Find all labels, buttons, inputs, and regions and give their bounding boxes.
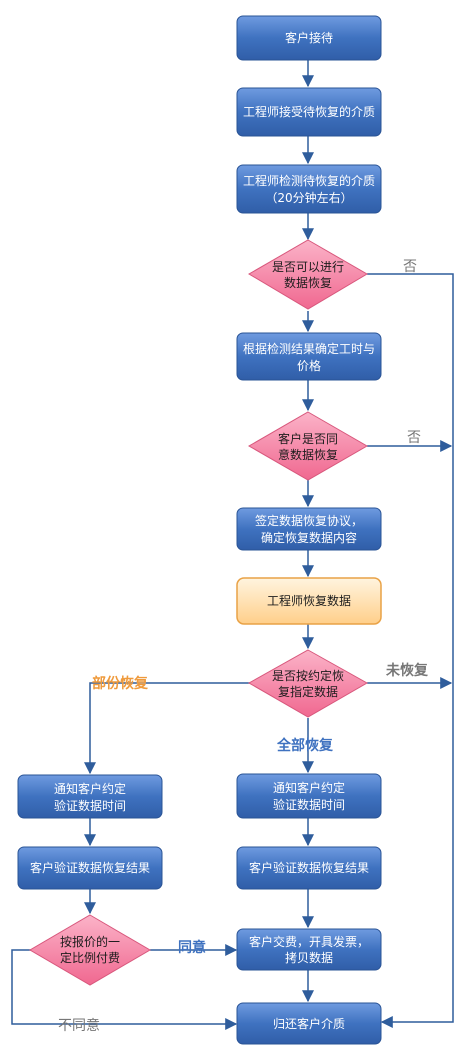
node-determine-price: 根据检测结果确定工时与 价格 [236, 332, 382, 381]
node-customer-agree-line1: 客户是否同 [278, 431, 338, 446]
node-verify-mid-label: 客户验证数据恢复结果 [249, 860, 369, 875]
label-no-2: 否 [407, 430, 421, 446]
node-verify-left-label: 客户验证数据恢复结果 [30, 860, 150, 875]
node-pay-ratio-line2: 定比例付费 [60, 950, 120, 965]
node-payment: 客户交费，开具发票， 拷贝数据 [236, 928, 382, 971]
node-return-media: 归还客户介质 [236, 1002, 382, 1045]
node-notify-mid-line1: 通知客户约定 [273, 780, 345, 795]
node-determine-price-line2: 价格 [297, 358, 321, 373]
node-receive-media: 工程师接受待恢复的介质 [236, 87, 382, 137]
node-determine-price-line1: 根据检测结果确定工时与 [243, 341, 375, 356]
node-inspect-media: 工程师检测待恢复的介质 （20分钟左右） [236, 164, 382, 214]
node-recover-as-agreed-line2: 复指定数据 [278, 684, 338, 699]
node-inspect-media-line2: （20分钟左右） [265, 190, 352, 205]
node-payment-line2: 拷贝数据 [285, 950, 333, 965]
node-receive-media-label: 工程师接受待恢复的介质 [243, 104, 375, 119]
node-sign-agreement-line2: 确定恢复数据内容 [261, 530, 357, 545]
node-reception-label: 客户接待 [285, 30, 333, 45]
node-verify-left: 客户验证数据恢复结果 [17, 846, 163, 890]
node-notify-mid: 通知客户约定 验证数据时间 [236, 773, 382, 819]
edge-can-recover-no [367, 273, 454, 1028]
label-disagree: 不同意 [58, 1017, 100, 1034]
node-reception: 客户接待 [236, 15, 382, 61]
node-sign-agreement-line1: 签定数据恢复协议， [255, 513, 363, 528]
node-customer-agree: 客户是否同 意数据恢复 [247, 411, 369, 481]
label-no-1: 否 [403, 259, 417, 275]
label-not-recovered: 未恢复 [386, 662, 429, 679]
node-return-media-label: 归还客户介质 [273, 1016, 345, 1031]
node-can-recover-line2: 数据恢复 [284, 275, 332, 290]
node-recover-as-agreed-line1: 是否按约定恢 [272, 668, 344, 683]
node-recover-as-agreed: 是否按约定恢 复指定数据 [247, 649, 369, 718]
edge-disagree [11, 949, 238, 1030]
node-notify-mid-line2: 验证数据时间 [273, 797, 345, 812]
node-engineer-recover: 工程师恢复数据 [236, 577, 382, 625]
label-partial: 部份恢复 [92, 675, 149, 692]
label-agree: 同意 [178, 939, 206, 956]
edge-partial [84, 682, 250, 775]
node-sign-agreement: 签定数据恢复协议， 确定恢复数据内容 [236, 507, 382, 551]
node-engineer-recover-label: 工程师恢复数据 [267, 593, 351, 608]
node-notify-left-line1: 通知客户约定 [54, 781, 126, 796]
node-verify-mid: 客户验证数据恢复结果 [236, 846, 382, 890]
node-customer-agree-line2: 意数据恢复 [278, 447, 338, 462]
node-pay-ratio: 按报价的一 定比例付费 [29, 914, 151, 986]
node-can-recover-line1: 是否可以进行 [272, 260, 344, 274]
edges [11, 60, 454, 1030]
node-pay-ratio-line1: 按报价的一 [60, 934, 120, 949]
label-full: 全部恢复 [276, 737, 334, 754]
node-can-recover: 是否可以进行 数据恢复 [248, 239, 368, 310]
node-notify-left: 通知客户约定 验证数据时间 [17, 774, 163, 819]
node-payment-line1: 客户交费，开具发票， [249, 934, 369, 949]
node-notify-left-line2: 验证数据时间 [54, 798, 126, 813]
node-inspect-media-line1: 工程师检测待恢复的介质 [243, 173, 375, 188]
